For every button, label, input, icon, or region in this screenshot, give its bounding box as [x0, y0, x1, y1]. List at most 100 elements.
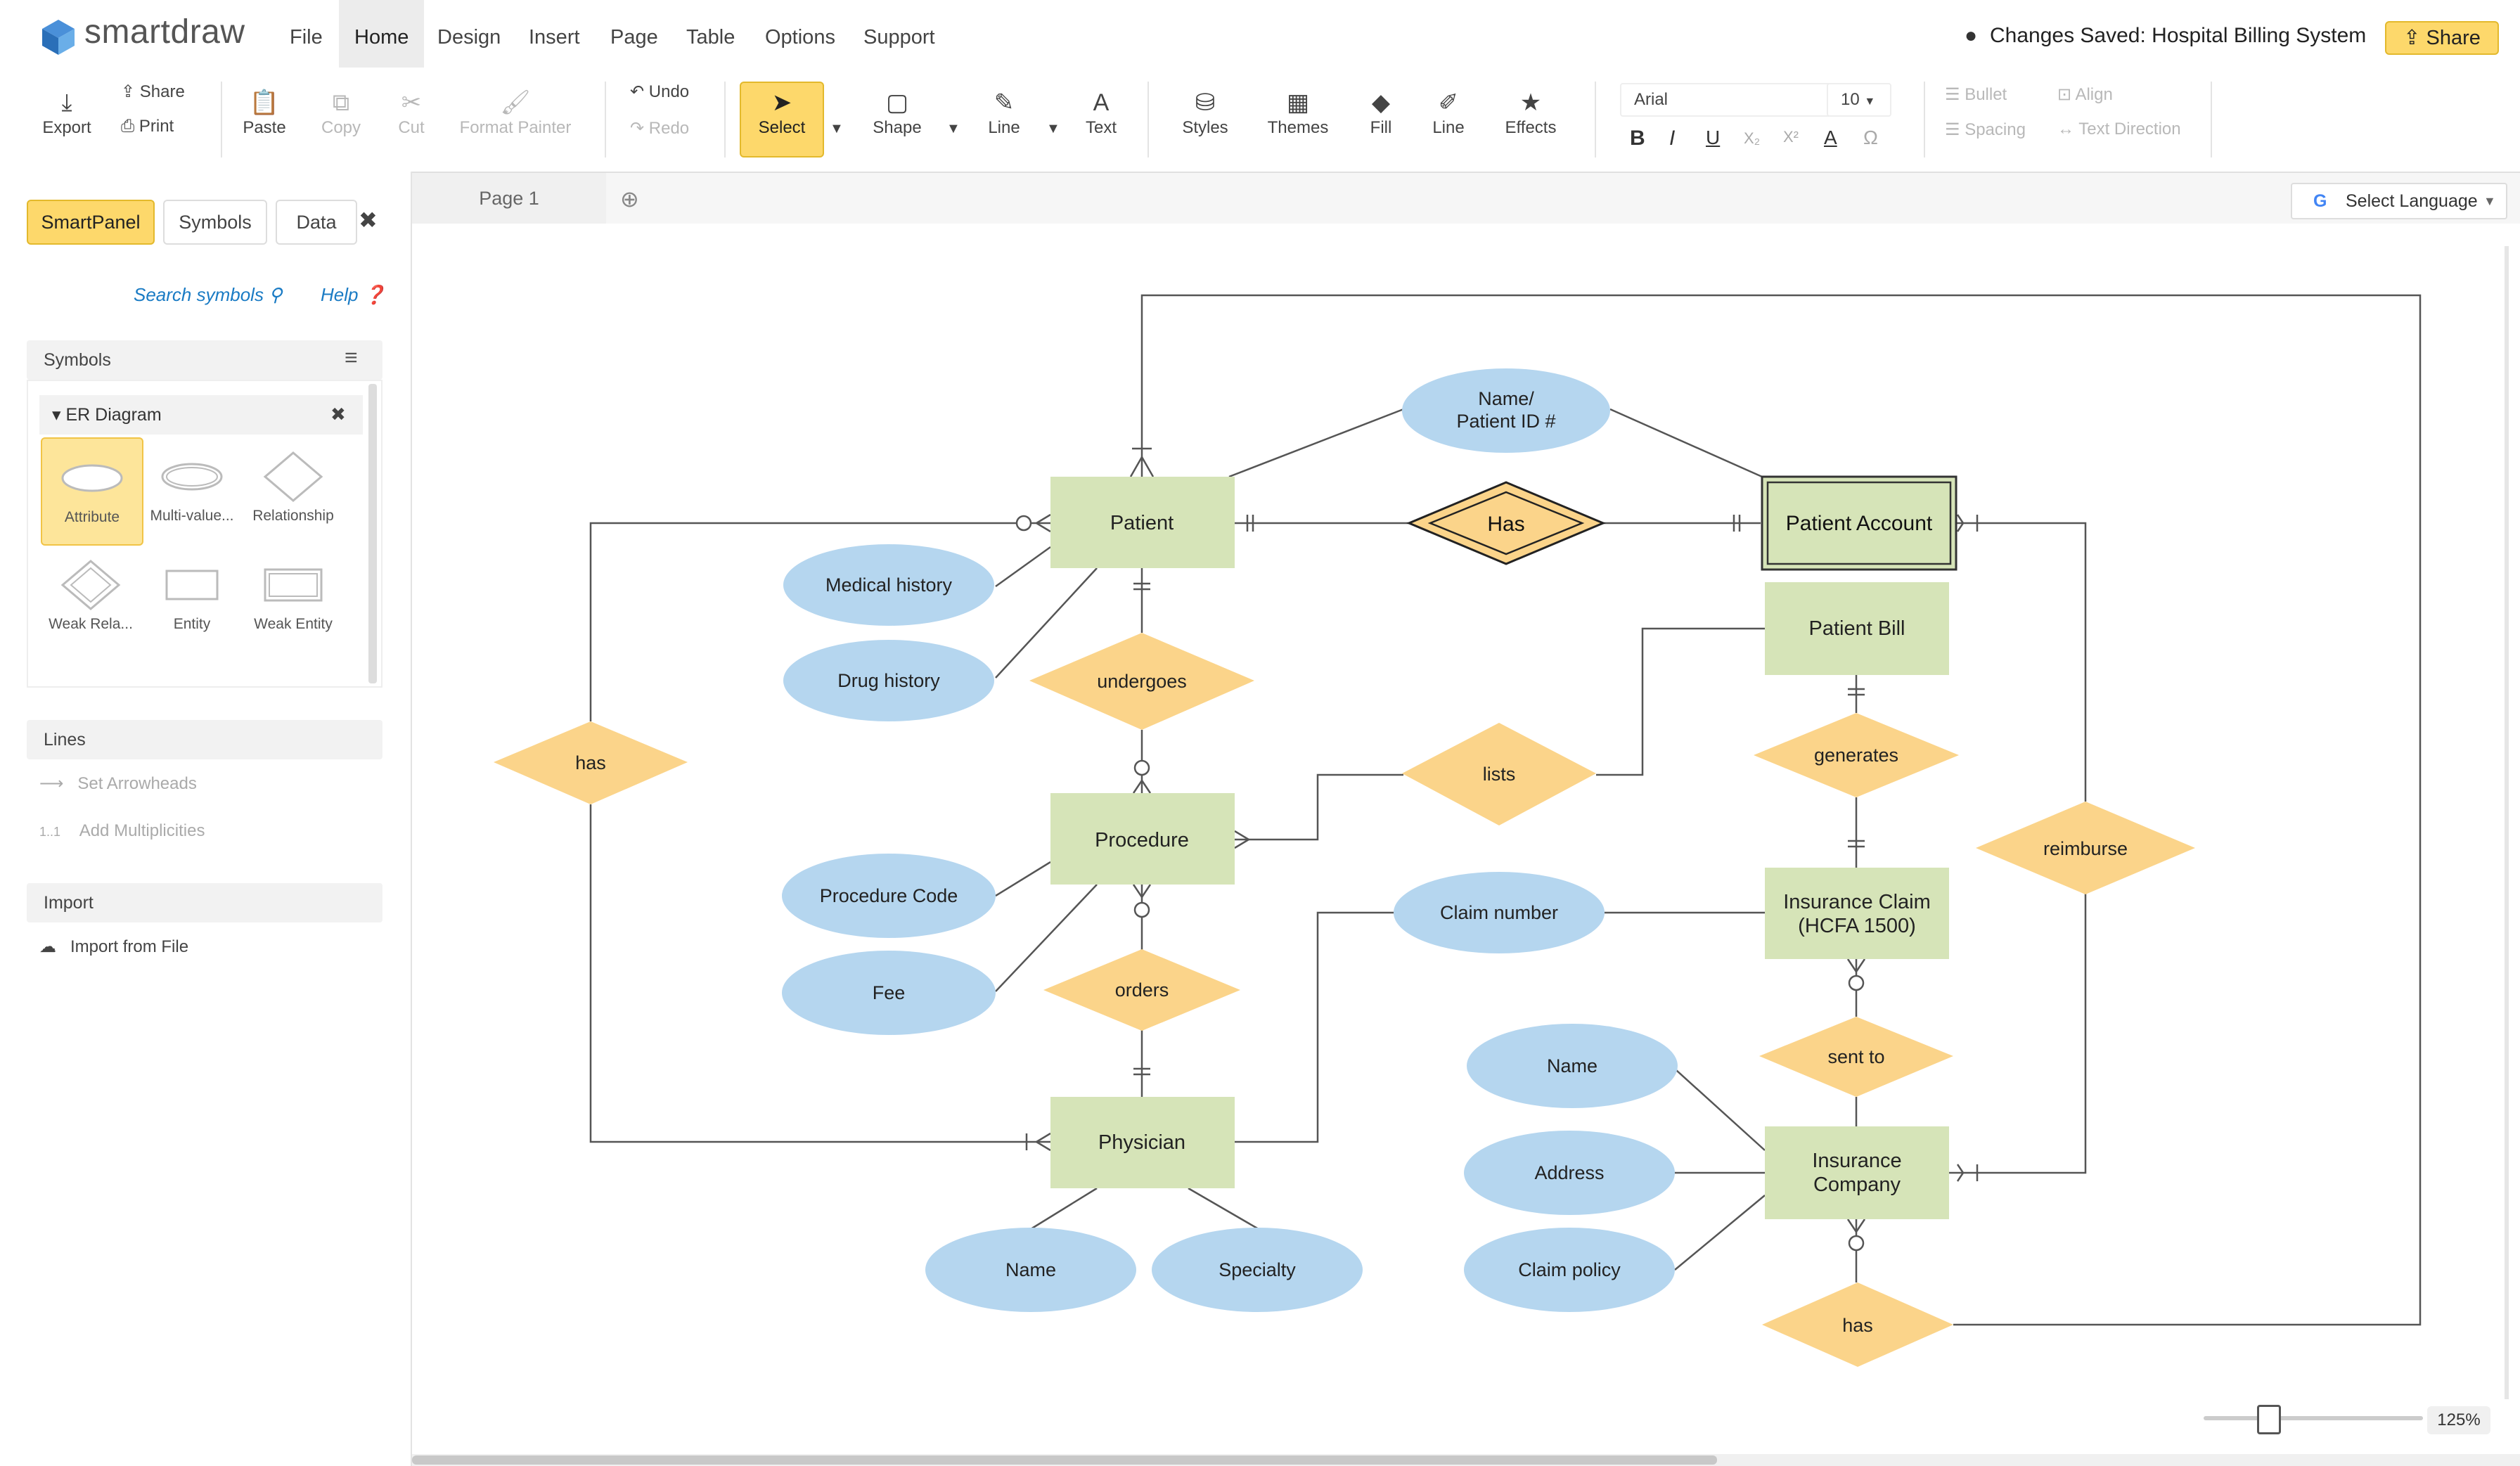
entity-procedure[interactable]: Procedure [1050, 793, 1235, 885]
relationship-has-main[interactable]: Has [1406, 481, 1606, 565]
relationship-has-left[interactable]: has [494, 721, 688, 804]
font-color-icon[interactable]: A [1824, 127, 1837, 148]
symbol-entity[interactable]: Entity [142, 546, 242, 651]
library-scrollbar[interactable] [368, 384, 377, 683]
redo-button[interactable]: ↷ Redo [630, 118, 707, 139]
attribute-claim-number[interactable]: Claim number [1394, 872, 1605, 953]
italic-icon[interactable]: I [1669, 127, 1676, 150]
add-multiplicities-item[interactable]: 1..1 Add Multiplicities [39, 821, 205, 841]
add-page-icon[interactable]: ⊕ [620, 186, 639, 212]
connector-physician-specialty[interactable] [1188, 1187, 1259, 1230]
relationship-undergoes[interactable]: undergoes [1029, 633, 1254, 730]
menu-page[interactable]: Page [610, 26, 658, 49]
menu-support[interactable]: Support [863, 26, 935, 49]
attribute-drug-history[interactable]: Drug history [783, 640, 994, 721]
menu-home[interactable]: Home [339, 0, 425, 67]
close-library-icon[interactable]: ✖ [330, 404, 346, 425]
symbol-relationship[interactable]: Relationship [243, 437, 343, 543]
er-diagram-library-header[interactable]: ▾ ER Diagram [39, 395, 363, 435]
styles-button[interactable]: ⛁Styles [1176, 87, 1235, 138]
paste-button[interactable]: 📋Paste [238, 87, 291, 138]
symbol-multivalue[interactable]: Multi-value... [142, 437, 242, 543]
line-tool-button[interactable]: ✎Line [976, 87, 1032, 138]
connector-physician-name[interactable] [1030, 1187, 1098, 1230]
themes-button[interactable]: ▦Themes [1263, 87, 1333, 138]
zoom-slider-handle[interactable] [2257, 1405, 2281, 1434]
connector-procedure-fee[interactable] [995, 884, 1098, 992]
spacing-button[interactable]: ☰ Spacing [1945, 120, 2050, 140]
relationship-sent-to[interactable]: sent to [1759, 1017, 1953, 1097]
attribute-name-patient-id[interactable]: Name/ Patient ID # [1402, 368, 1610, 453]
symbol-weak-relationship[interactable]: Weak Rela... [41, 546, 141, 651]
share-button[interactable]: ⇪ Share [2385, 21, 2499, 55]
connector-procedure-lists[interactable] [1235, 773, 1403, 841]
entity-patient[interactable]: Patient [1050, 477, 1235, 568]
hamburger-menu-icon[interactable]: ≡ [345, 345, 358, 370]
search-symbols-link[interactable]: Search symbols ⚲ [134, 284, 282, 306]
connector-account-reimburse[interactable] [1949, 522, 2087, 802]
attribute-physician-name[interactable]: Name [925, 1228, 1136, 1312]
special-character-icon[interactable]: Ω [1863, 127, 1878, 148]
shape-dropdown-icon[interactable]: ▼ [946, 121, 960, 136]
entity-insurance-claim[interactable]: Insurance Claim (HCFA 1500) [1765, 868, 1949, 959]
relationship-has-bottom[interactable]: has [1762, 1282, 1953, 1367]
connector-patient-nameid[interactable] [1228, 408, 1404, 478]
text-direction-button[interactable]: ↔ Text Direction [2057, 120, 2212, 139]
connector-company-name[interactable] [1676, 1069, 1766, 1151]
tab-data[interactable]: Data [276, 200, 357, 245]
connector-procedure-code[interactable] [995, 861, 1051, 897]
connector-patient-has-left[interactable] [589, 522, 1050, 721]
connector-has-left-physician[interactable] [589, 804, 1050, 1143]
tab-symbols[interactable]: Symbols [163, 200, 267, 245]
attribute-fee[interactable]: Fee [782, 951, 996, 1035]
format-painter-button[interactable]: 🖌Format Painter [456, 87, 575, 138]
share-ribbon-button[interactable]: ⇪ Share [121, 82, 191, 102]
connector-patient-drug[interactable] [995, 567, 1098, 679]
copy-button[interactable]: ⧉Copy [316, 87, 366, 138]
bullet-button[interactable]: ☰ Bullet [1945, 84, 2029, 105]
import-from-file-item[interactable]: ☁ Import from File [39, 937, 188, 957]
menu-design[interactable]: Design [437, 26, 501, 49]
page-tab-1[interactable]: Page 1 [412, 173, 606, 224]
line-dropdown-icon[interactable]: ▼ [1046, 121, 1060, 136]
attribute-specialty[interactable]: Specialty [1152, 1228, 1363, 1312]
connector-lists-bill[interactable] [1596, 627, 1765, 776]
set-arrowheads-item[interactable]: ⟶ Set Arrowheads [39, 773, 197, 794]
font-family-select[interactable]: Arial [1620, 83, 1831, 117]
undo-button[interactable]: ↶ Undo [630, 82, 707, 102]
horizontal-scrollbar-thumb[interactable] [412, 1455, 1717, 1465]
relationship-reimburse[interactable]: reimburse [1976, 802, 2195, 894]
superscript-icon[interactable]: X² [1783, 128, 1799, 146]
symbol-attribute[interactable]: Attribute [41, 437, 143, 546]
attribute-medical-history[interactable]: Medical history [783, 544, 994, 626]
attribute-claim-policy[interactable]: Claim policy [1464, 1228, 1675, 1312]
fill-button[interactable]: ◆Fill [1351, 87, 1410, 138]
subscript-icon[interactable]: X₂ [1744, 129, 1761, 147]
connector-physician-claimnum[interactable] [1235, 911, 1395, 1143]
tab-smartpanel[interactable]: SmartPanel [27, 200, 155, 245]
connector-patient-has-bottom[interactable] [1140, 294, 2422, 1326]
select-dropdown-icon[interactable]: ▼ [830, 121, 844, 136]
entity-patient-account[interactable]: Patient Account [1761, 475, 1958, 571]
export-button[interactable]: ⤓Export [39, 87, 94, 138]
align-button[interactable]: ⊡ Align [2057, 84, 2135, 105]
vertical-scrollbar[interactable] [2505, 246, 2509, 1399]
effects-button[interactable]: ★Effects [1498, 87, 1564, 138]
menu-insert[interactable]: Insert [529, 26, 580, 49]
close-panel-icon[interactable]: ✖ [359, 207, 378, 233]
cut-button[interactable]: ✂Cut [387, 87, 436, 138]
relationship-generates[interactable]: generates [1754, 713, 1959, 797]
entity-patient-bill[interactable]: Patient Bill [1765, 582, 1949, 675]
connector-reimburse-company[interactable] [1949, 893, 2087, 1174]
underline-icon[interactable]: U [1706, 127, 1721, 148]
select-tool-button[interactable]: ➤Select [740, 82, 824, 157]
connector-company-policy[interactable] [1674, 1195, 1766, 1271]
relationship-orders[interactable]: orders [1043, 949, 1240, 1031]
attribute-procedure-code[interactable]: Procedure Code [782, 854, 996, 938]
line-style-button[interactable]: ✐Line [1420, 87, 1477, 138]
entity-physician[interactable]: Physician [1050, 1097, 1235, 1188]
connector-nameid-account[interactable] [1609, 408, 1763, 478]
entity-insurance-company[interactable]: Insurance Company [1765, 1126, 1949, 1219]
symbol-weak-entity[interactable]: Weak Entity [243, 546, 343, 651]
shape-tool-button[interactable]: ▢Shape [869, 87, 925, 138]
